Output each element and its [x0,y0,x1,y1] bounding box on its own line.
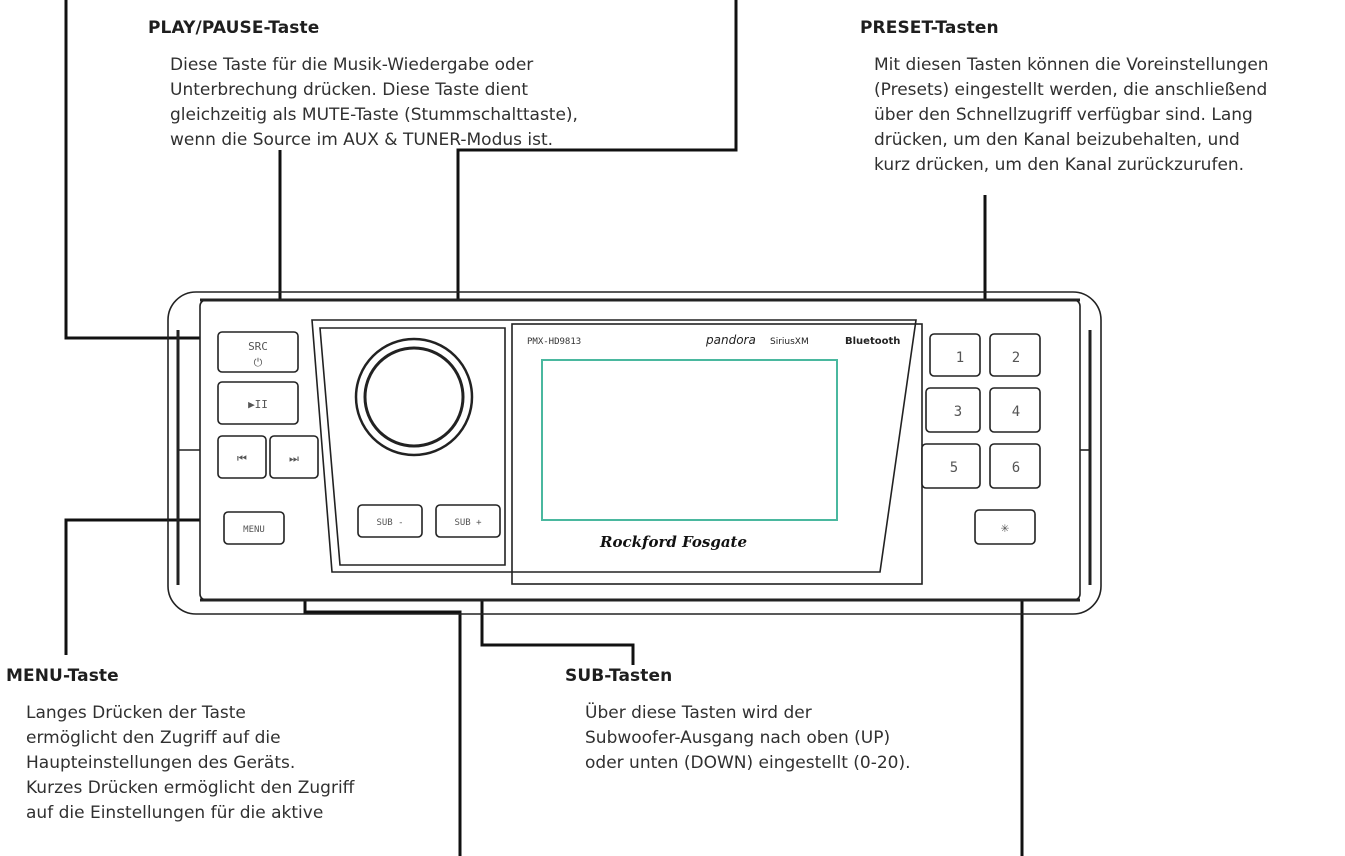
pandora-logo: pandora [705,333,756,347]
siriusxm-logo: SiriusXM [770,337,809,347]
play-pause-title: PLAY/PAUSE-Taste [148,18,320,38]
leader-menu [64,518,226,655]
sub-down-button[interactable] [357,504,423,538]
preset-2-button[interactable] [989,333,1041,377]
prev-icon: ⏮ [237,452,247,465]
sub-up-label: SUB + [454,518,482,528]
menu-line: auf die Einstellungen für die aktive [26,803,324,823]
preset-2-label: 2 [1012,350,1020,366]
preset-3-label: 3 [954,404,962,420]
preset-4-button[interactable] [989,387,1041,433]
sub-title: SUB-Tasten [565,666,673,686]
src-label: SRC [248,340,268,353]
lcd-screen [541,359,838,521]
play-pause-line: Unterbrechung drücken. Diese Taste dient [170,80,529,100]
next-button[interactable] [269,435,319,479]
preset-1-button[interactable] [929,333,981,377]
presets-line: (Presets) eingestellt werden, die anschl… [874,80,1268,100]
play-pause-line: Diese Taste für die Musik-Wiedergabe ode… [170,55,534,75]
presets-line: kurz drücken, um den Kanal zurückzurufen… [874,155,1245,175]
menu-title: MENU-Taste [6,666,119,686]
sub-line: Über diese Tasten wird der [585,703,812,723]
preset-4-label: 4 [1012,404,1020,420]
presets-callout: PRESET-Tasten Mit diesen Tasten können d… [860,18,1340,178]
src-button[interactable] [217,331,299,373]
preset-6-button[interactable] [989,443,1041,489]
play-pause-line: wenn die Source im AUX & TUNER-Modus ist… [170,130,554,150]
sub-line: oder unten (DOWN) eingestellt (0-20). [585,753,911,773]
preset-1-label: 1 [956,350,964,366]
illumination-icon: ✳ [1001,520,1010,536]
menu-line: Kurzes Drücken ermöglicht den Zugriff [26,778,355,798]
sub-line: Subwoofer-Ausgang nach oben (UP) [585,728,891,748]
preset-5-button[interactable] [921,443,981,489]
presets-line: über den Schnellzugriff verfügbar sind. … [874,105,1253,125]
outer-frame [167,291,1102,615]
prev-button[interactable] [217,435,267,479]
presets-title: PRESET-Tasten [860,18,999,38]
brand-logo: Rockford Fosgate [599,533,747,551]
preset-5-label: 5 [950,460,958,476]
sub-up-button[interactable] [435,504,501,538]
bluetooth-logo: Bluetooth [845,336,900,347]
presets-line: drücken, um den Kanal beizubehalten, und [874,130,1240,150]
menu-line: Langes Drücken der Taste [26,703,246,723]
menu-line: ermöglicht den Zugriff auf die [26,728,281,748]
illumination-button[interactable] [974,509,1036,545]
menu-line: Haupteinstellungen des Geräts. [26,753,296,773]
leader-src [64,0,228,340]
sub-down-label: SUB - [376,518,403,528]
left-panel [319,327,506,566]
play-pause-icon: ▶II [248,398,268,411]
play-pause-line: gleichzeitig als MUTE-Taste (Stummschalt… [170,105,578,125]
model-number: PMX-HD9813 [527,337,581,347]
next-icon: ⏭ [289,452,299,465]
preset-6-label: 6 [1012,460,1020,476]
power-icon: ⏻ [254,356,263,369]
menu-button[interactable] [223,511,285,545]
play-pause-button[interactable] [217,381,299,425]
play-pause-callout: PLAY/PAUSE-Taste Diese Taste für die Mus… [148,18,618,153]
presets-line: Mit diesen Tasten können die Voreinstell… [874,55,1269,75]
sub-callout: SUB-Tasten Über diese Tasten wird der Su… [565,666,965,776]
preset-3-button[interactable] [925,387,981,433]
menu-callout: MENU-Taste Langes Drücken der Taste ermö… [6,666,436,826]
menu-label: MENU [243,525,265,535]
volume-knob [354,337,474,457]
